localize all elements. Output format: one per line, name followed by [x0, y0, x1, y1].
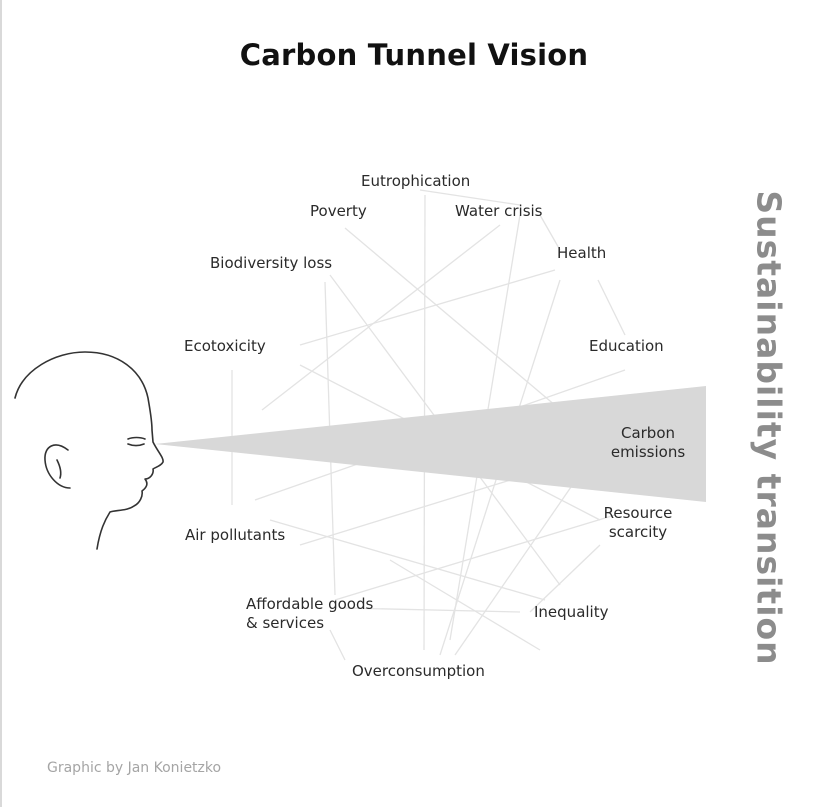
- node-carbon-emissions-line2: emissions: [610, 443, 686, 461]
- node-affordable-goods: Affordable goods & services: [246, 595, 373, 633]
- diagram-title: Carbon Tunnel Vision: [239, 38, 589, 72]
- node-carbon-emissions-line1: Carbon: [620, 424, 676, 442]
- node-water-crisis: Water crisis: [455, 202, 543, 220]
- node-resource-scarcity: Resource scarcity: [588, 504, 688, 542]
- node-education: Education: [589, 337, 664, 355]
- node-poverty: Poverty: [310, 202, 367, 220]
- node-overconsumption: Overconsumption: [352, 662, 485, 680]
- node-resource-scarcity-line1: Resource: [603, 504, 673, 522]
- node-biodiversity-loss: Biodiversity loss: [210, 254, 333, 272]
- node-inequality: Inequality: [534, 603, 609, 621]
- node-air-pollutants: Air pollutants: [185, 526, 286, 544]
- node-resource-scarcity-line2: scarcity: [608, 523, 668, 541]
- node-ecotoxicity: Ecotoxicity: [184, 337, 266, 355]
- vision-cone: [155, 386, 706, 502]
- node-affordable-goods-line2: & services: [246, 614, 325, 632]
- node-eutrophication: Eutrophication: [361, 172, 471, 190]
- sustainability-transition-label: Sustainability transition: [749, 190, 789, 666]
- head-profile-icon: [14, 351, 164, 550]
- left-border: [0, 0, 2, 807]
- graphic-credit: Graphic by Jan Konietzko: [47, 760, 222, 776]
- node-affordable-goods-line1: Affordable goods: [246, 595, 374, 613]
- node-health: Health: [557, 244, 607, 262]
- node-carbon-emissions: Carbon emissions: [598, 424, 698, 462]
